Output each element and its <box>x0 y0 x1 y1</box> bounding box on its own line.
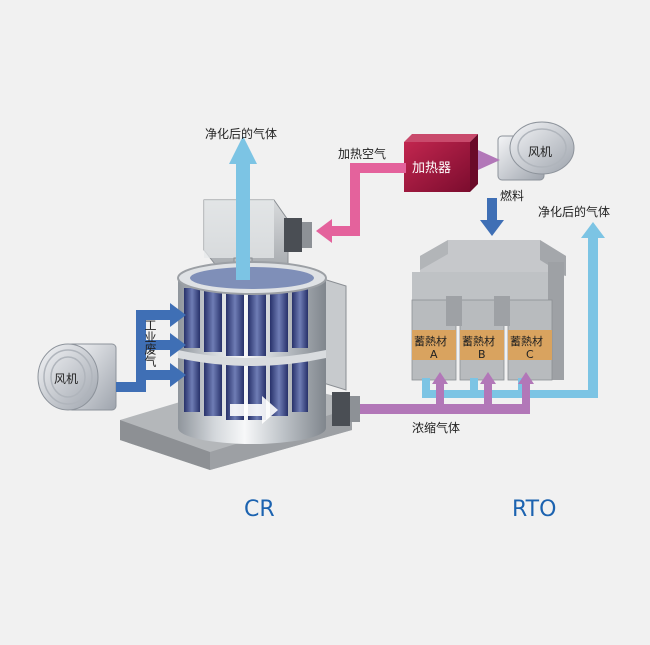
media-b-letter: B <box>478 348 486 361</box>
heater-box <box>404 134 478 192</box>
fuel-arrow <box>480 198 504 236</box>
industrial-waste-gas-arrows <box>116 303 186 392</box>
cr-cylinder-top-inner <box>190 267 314 289</box>
rto-media-b <box>460 330 504 360</box>
fuel-label: 燃料 <box>500 188 524 203</box>
right-fan-label: 风机 <box>528 145 552 159</box>
heated-air-arrow <box>316 163 406 243</box>
cr-clean-gas-arrow <box>229 136 257 280</box>
cr-cylinder-band <box>178 350 326 366</box>
media-c-top-label: 蓄熱材 <box>510 334 543 348</box>
concentrated-gas-arrow <box>360 372 534 414</box>
cr-clean-gas-label: 净化后的气体 <box>205 126 277 141</box>
rto-roof <box>420 240 566 276</box>
rto-media-c <box>508 330 552 360</box>
rto-roof-left <box>420 240 448 270</box>
media-a-letter: A <box>430 348 438 361</box>
rto-media-a <box>412 330 456 360</box>
rto-unit <box>411 240 566 381</box>
media-c-letter: C <box>526 348 534 361</box>
cr-cylinder-bottom <box>178 412 326 444</box>
media-b-top-label: 蓄熱材 <box>462 334 495 348</box>
cr-rotation-arrow <box>230 396 278 424</box>
cr-unit <box>120 199 360 470</box>
cr-concentrated-gas-nozzle <box>332 392 360 426</box>
heated-air-label: 加热空气 <box>338 146 386 161</box>
left-fan <box>37 343 117 411</box>
fan-to-heater-arrow <box>466 150 500 170</box>
rto-title: RTO <box>512 497 556 522</box>
cr-rotor-panels <box>184 288 308 420</box>
left-fan-label: 风机 <box>54 372 78 386</box>
media-a-top-label: 蓄熱材 <box>414 334 447 348</box>
right-fan <box>497 121 575 181</box>
cr-base-front <box>120 420 210 470</box>
cr-title: CR <box>244 497 275 522</box>
heater-label: 加热器 <box>412 161 451 176</box>
concentrated-gas-label: 浓缩气体 <box>412 420 460 435</box>
rto-clean-gas-label: 净化后的气体 <box>538 204 610 219</box>
cr-heated-air-nozzle <box>284 218 312 252</box>
